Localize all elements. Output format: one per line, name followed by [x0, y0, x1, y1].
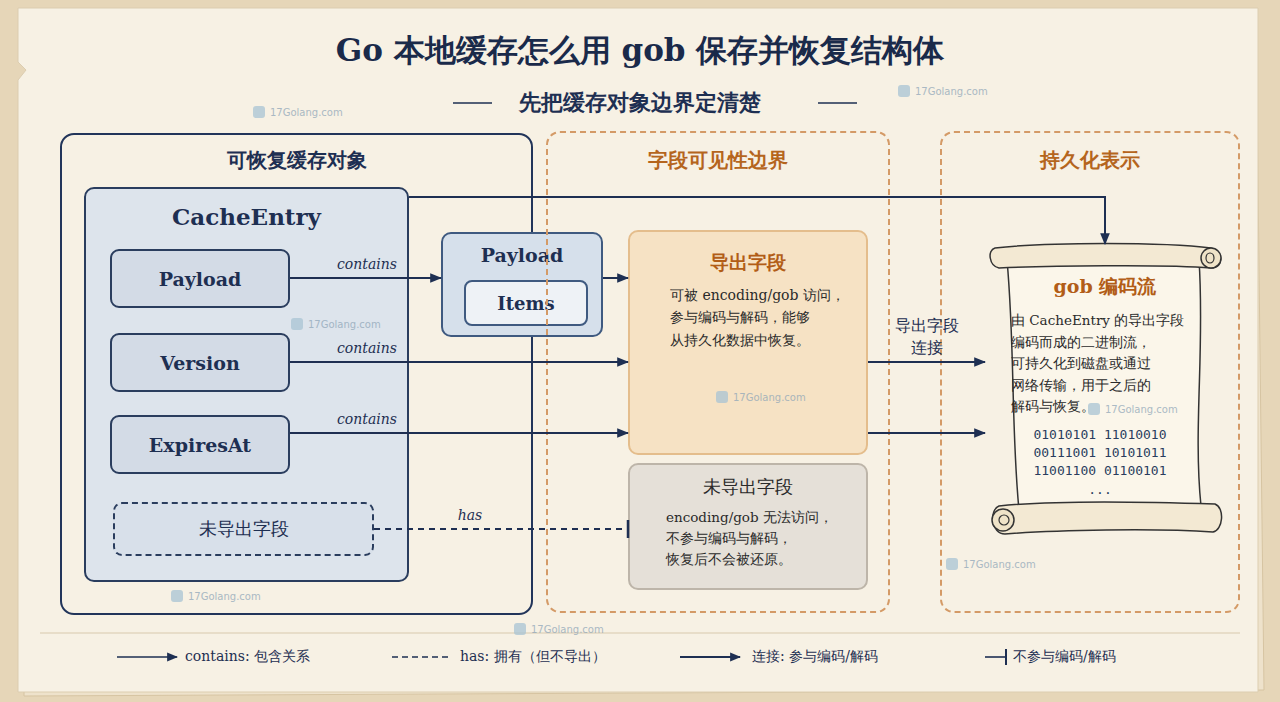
node-body: 可被 encoding/gob 访问， 参与编码与解码，能够 从持久化数据中恢复… — [670, 284, 862, 351]
scroll-curl — [1206, 253, 1214, 263]
block-bar — [627, 520, 630, 538]
watermark: 17Golang.com — [898, 85, 988, 97]
watermark: 17Golang.com — [171, 590, 261, 602]
node-heading: 未导出字段 — [630, 475, 866, 499]
connector-arrow — [409, 197, 1105, 244]
watermark-icon — [291, 318, 303, 330]
subtitle-rule — [818, 102, 857, 104]
legend-sample — [117, 656, 177, 658]
panel-heading: 持久化表示 — [942, 147, 1238, 174]
connector-arrow — [290, 277, 441, 279]
diagram-title: Go 本地缓存怎么用 gob 保存并恢复结构体 — [0, 30, 1280, 72]
group-panel: 持久化表示 gob 编码流由 CacheEntry 的导出字段 编码而成的二进制流… — [940, 131, 1240, 613]
node-heading: gob 编码流 — [985, 274, 1225, 300]
edge-label: contains — [337, 410, 397, 429]
watermark-text: 17Golang.com — [915, 86, 988, 97]
watermark-text: 17Golang.com — [308, 319, 381, 330]
watermark: 17Golang.com — [1088, 403, 1178, 415]
field-box: Items — [464, 280, 588, 326]
legend-text: 连接: 参与编码/解码 — [752, 648, 878, 666]
edge-label: contains — [337, 255, 397, 274]
struct-box: PayloadItems — [441, 232, 603, 337]
field-box: Payload — [110, 249, 290, 308]
legend-text: has: 拥有（但不导出） — [460, 648, 606, 666]
subtitle: 先把缓存对象边界定清楚 — [519, 88, 761, 118]
scroll-curl — [999, 515, 1009, 525]
watermark-icon — [253, 106, 265, 118]
legend-sample — [985, 656, 1005, 658]
watermark: 17Golang.com — [946, 558, 1036, 570]
watermark-icon — [171, 590, 183, 602]
edge-label: 导出字段 连接 — [892, 315, 962, 358]
watermark-text: 17Golang.com — [270, 107, 343, 118]
group-panel: 字段可见性边界导出字段可被 encoding/gob 访问， 参与编码与解码，能… — [546, 131, 890, 613]
exported-box: 导出字段可被 encoding/gob 访问， 参与编码与解码，能够 从持久化数… — [628, 230, 868, 455]
watermark-icon — [514, 623, 526, 635]
hidden-field-box: 未导出字段 — [113, 502, 374, 556]
connector-arrow — [290, 361, 628, 363]
edge-label: has — [458, 506, 483, 525]
node-heading: CacheEntry — [86, 203, 407, 230]
watermark-text: 17Golang.com — [963, 559, 1036, 570]
panel-heading: 可恢复缓存对象 — [62, 147, 531, 174]
group-panel: 可恢复缓存对象 CacheEntryPayloadVersionExpiresAt… — [60, 133, 533, 615]
watermark-icon — [1088, 403, 1100, 415]
field-box: ExpiresAt — [110, 415, 290, 474]
field-name: 未导出字段 — [199, 517, 289, 541]
scroll-curl — [992, 509, 1014, 531]
scroll-curl — [1201, 248, 1221, 268]
connector-arrow — [868, 432, 985, 434]
field-box: Version — [110, 333, 290, 392]
edge-label: contains — [337, 339, 397, 358]
field-name: Version — [160, 352, 240, 374]
watermark: 17Golang.com — [514, 623, 604, 635]
node-heading: 导出字段 — [630, 250, 866, 276]
watermark: 17Golang.com — [716, 391, 806, 403]
watermark-text: 17Golang.com — [188, 591, 261, 602]
scroll-roll — [990, 244, 1221, 269]
node-body: encoding/gob 无法访问， 不参与编码与解码， 恢复后不会被还原。 — [666, 507, 862, 570]
node-heading: Payload — [443, 244, 601, 266]
subtitle-rule — [453, 102, 492, 104]
watermark-icon — [946, 558, 958, 570]
legend-sample — [1005, 649, 1007, 665]
watermark-icon — [898, 85, 910, 97]
field-name: Payload — [159, 268, 242, 290]
node-body: 由 CacheEntry 的导出字段 编码而成的二进制流， 可持久化到磁盘或通过… — [1011, 310, 1203, 418]
field-name: ExpiresAt — [149, 434, 251, 456]
has-connector — [374, 528, 628, 530]
watermark-text: 17Golang.com — [1105, 404, 1178, 415]
scroll-roll — [993, 502, 1222, 534]
legend-sample — [392, 656, 452, 658]
watermark: 17Golang.com — [253, 106, 343, 118]
struct-box: CacheEntryPayloadVersionExpiresAt 未导出字段 — [84, 187, 409, 582]
legend-text: contains: 包含关系 — [185, 648, 310, 666]
binary-text: 01010101 11010010 00111001 10101011 1100… — [1025, 426, 1175, 499]
legend-sample — [680, 656, 740, 658]
unexported-box: 未导出字段 encoding/gob 无法访问， 不参与编码与解码， 恢复后不会被… — [628, 463, 868, 590]
watermark-text: 17Golang.com — [531, 624, 604, 635]
panel-heading: 字段可见性边界 — [548, 147, 888, 174]
paper-front — [18, 8, 1258, 692]
connector-arrow — [603, 277, 628, 279]
legend-text: 不参与编码/解码 — [1013, 648, 1116, 666]
watermark: 17Golang.com — [291, 318, 381, 330]
connector-arrow — [868, 361, 985, 363]
connector-arrow — [290, 432, 628, 434]
watermark-text: 17Golang.com — [733, 392, 806, 403]
watermark-icon — [716, 391, 728, 403]
scroll-node: gob 编码流由 CacheEntry 的导出字段 编码而成的二进制流， 可持久… — [985, 238, 1225, 543]
legend-rule — [40, 633, 1240, 634]
